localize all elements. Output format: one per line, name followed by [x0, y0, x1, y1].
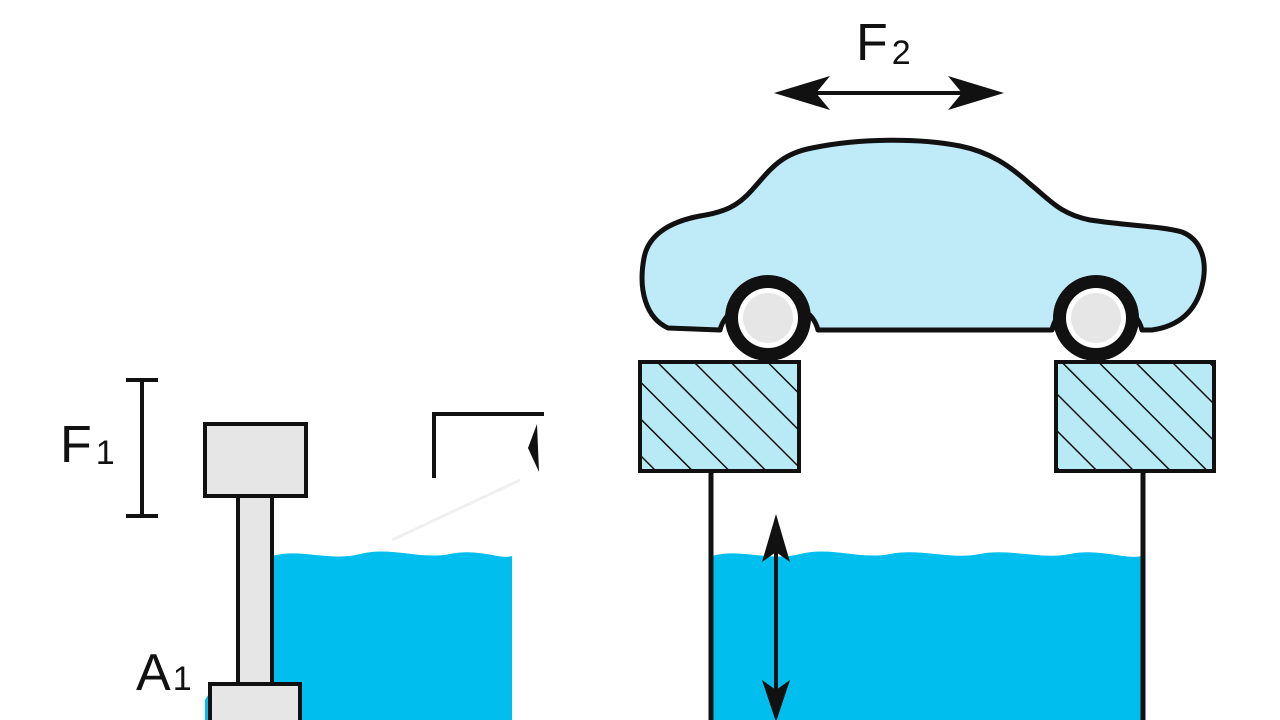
right-support-block: [1054, 360, 1216, 473]
left-container-top: [432, 412, 544, 478]
car-front-wheel: [725, 275, 811, 361]
faint-guide-line: [391, 478, 521, 542]
input-piston-base: [208, 682, 302, 720]
double-arrow-horizontal-icon: [774, 76, 1004, 110]
left-support-block: [638, 360, 801, 473]
double-arrow-vertical-icon: [762, 514, 790, 720]
input-piston-head: [203, 422, 308, 498]
left-fluid-surface: [272, 551, 512, 720]
car-rear-wheel: [1053, 275, 1139, 361]
output-cylinder: [708, 470, 1146, 720]
output-fluid: [712, 551, 1142, 720]
car-icon: [639, 137, 1207, 361]
input-piston: [203, 422, 308, 720]
input-piston-rod: [236, 494, 274, 688]
input-area-label: A1: [136, 644, 192, 702]
input-force-indicator: [126, 378, 158, 518]
